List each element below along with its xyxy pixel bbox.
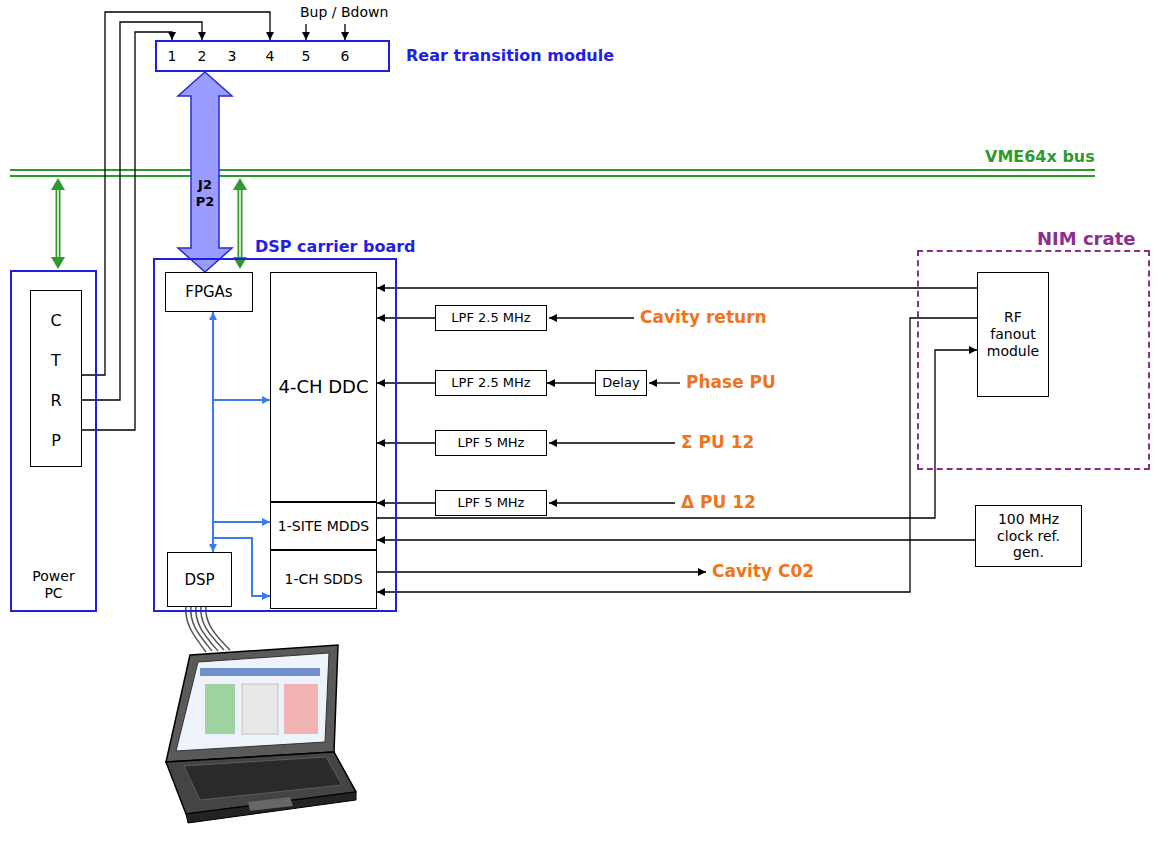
pin-number: 1 [168, 48, 177, 65]
laptop-illustration [242, 684, 278, 734]
connector-name: J2 P2 [193, 177, 217, 211]
signal-input-arrow [549, 502, 675, 503]
filter-box: LPF 5 MHz [435, 430, 547, 456]
signal-line [82, 22, 202, 400]
signal-line [82, 12, 270, 375]
signal-line [377, 442, 435, 443]
bus-access-arrow [239, 186, 241, 260]
fanout-box: RF fanout module [977, 272, 1049, 397]
pin-number: 3 [228, 48, 237, 65]
mdds-box: 1-SITE MDDS [270, 502, 377, 550]
laptop-illustration [200, 668, 320, 676]
signal-line [377, 350, 977, 518]
box-label: DSP [184, 571, 214, 589]
laptop-illustration [205, 684, 235, 734]
filter-box: LPF 2.5 MHz [435, 305, 547, 331]
bus-name: VME64x bus [985, 147, 1095, 166]
signal-input-arrow [549, 442, 675, 443]
box-label: RF fanout module [982, 309, 1044, 359]
signal-name: Cavity return [640, 307, 767, 327]
signal-line [377, 318, 977, 592]
signal-name: Phase PU [686, 372, 776, 392]
signal-name: Δ PU 12 [681, 492, 756, 512]
laptop-illustration [166, 752, 356, 814]
pin-number: 4 [266, 48, 275, 65]
signal-input-arrow [306, 24, 706, 572]
delay-box: Delay [595, 370, 647, 396]
bus-access-arrow [51, 178, 65, 190]
box-heading: Rear transition module [406, 46, 614, 65]
laptop-illustration [284, 684, 318, 734]
signal-line [377, 317, 435, 318]
bus-access-arrow [238, 186, 243, 260]
backplane-connector-arrow [178, 72, 232, 272]
box-label: 1-SITE MDDS [278, 518, 369, 535]
laptop-illustration [166, 645, 356, 823]
ddc-box: 4-CH DDC [270, 272, 377, 502]
local-bus-line [213, 538, 270, 596]
signal-line [377, 287, 977, 288]
cpu-board: C T R P Power PC [10, 270, 97, 612]
signal-input-arrow [305, 24, 306, 40]
box-label: 1-CH SDDS [284, 571, 362, 588]
laptop-cable [206, 606, 230, 650]
box-heading: NIM crate [1037, 228, 1135, 250]
box-label: Power PC [12, 568, 95, 602]
crate-region: RF fanout moduleNIM crate [917, 250, 1150, 470]
laptop-illustration [186, 792, 356, 823]
bus-access-arrow [57, 186, 59, 260]
timing-receiver-box: C T R P [30, 290, 82, 467]
filter-box: LPF 2.5 MHz [435, 370, 547, 396]
laptop-illustration [248, 797, 293, 811]
box-label: LPF 5 MHz [458, 495, 525, 511]
sdds-box: 1-CH SDDS [270, 550, 377, 609]
box-label: LPF 5 MHz [458, 435, 525, 451]
signal-input-arrow [376, 571, 706, 572]
vme-bus-line [10, 175, 1095, 177]
bus-access-arrow [51, 257, 65, 269]
pin-number: 5 [302, 48, 311, 65]
signal-line [547, 382, 595, 383]
signal-line [377, 382, 435, 383]
vme-bus-line [10, 170, 1095, 176]
box-label: LPF 2.5 MHz [451, 310, 530, 326]
signal-input-arrow [549, 317, 634, 318]
box-heading: DSP carrier board [255, 237, 416, 256]
bus-access-arrow [56, 186, 61, 260]
box-label: FPGAs [185, 283, 232, 301]
clock-generator-box: 100 MHz clock ref. gen. [975, 505, 1082, 567]
laptop-illustration [166, 645, 338, 762]
signal-name: Σ PU 12 [681, 432, 754, 452]
filter-box: LPF 5 MHz [435, 490, 547, 516]
signal-name: Bup / Bdown [300, 4, 388, 21]
signal-line [377, 539, 975, 540]
box-label: Delay [602, 375, 639, 391]
box-label: LPF 2.5 MHz [451, 375, 530, 391]
box-label: C T R P [31, 301, 81, 461]
signal-input-arrow [649, 382, 680, 383]
fpga-box: FPGAs [165, 272, 253, 312]
carrier-board: FPGAs4-CH DDC1-SITE MDDS1-CH SDDSDSPDSP … [153, 258, 397, 612]
signal-line [377, 502, 435, 503]
laptop-illustration [176, 653, 329, 751]
local-bus-line [213, 400, 270, 552]
dsp-box: DSP [167, 552, 232, 607]
pin-number: 6 [341, 48, 350, 65]
signal-input-arrow [344, 24, 345, 40]
signal-name: Cavity C02 [712, 561, 814, 581]
box-label: 4-CH DDC [278, 376, 368, 398]
laptop-cable [201, 606, 224, 650]
bus-access-arrow [233, 178, 247, 190]
laptop-cable [186, 606, 230, 652]
vme-bus-line [10, 169, 1095, 171]
pin-number: 2 [198, 48, 207, 65]
box-label: 100 MHz clock ref. gen. [980, 511, 1077, 561]
laptop-illustration [184, 757, 342, 800]
